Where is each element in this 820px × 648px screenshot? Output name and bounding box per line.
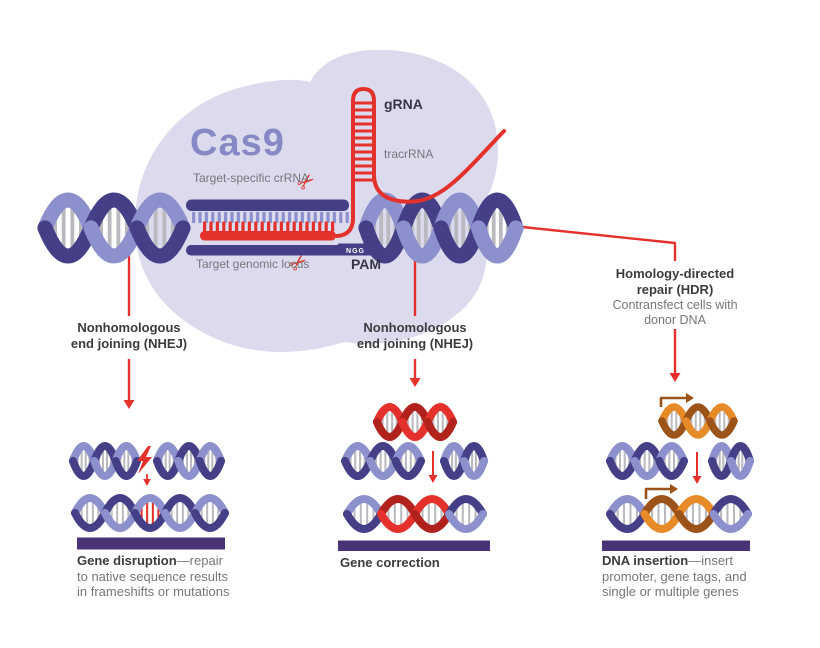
mutated-dna-helix xyxy=(70,494,230,532)
outcome-caption-right: DNA insertion—insert promoter, gene tags… xyxy=(602,553,772,600)
cut-dna-right-piece xyxy=(707,441,755,481)
lightning-bolt-icon xyxy=(137,446,152,474)
pathway-title-line: Homology-directed xyxy=(615,266,735,281)
pathway-title-line: end joining (NHEJ) xyxy=(356,336,474,351)
outcome-text-line: promoter, gene tags, and xyxy=(602,568,747,584)
pathway-subtitle-line: donor DNA xyxy=(644,313,706,327)
crrna-strand xyxy=(200,231,336,241)
hdr-arrow xyxy=(669,329,681,382)
crrna-bases-teeth xyxy=(203,221,335,232)
donor-dna-orange xyxy=(658,403,738,439)
pam-label: PAM xyxy=(351,256,382,272)
outcome-name: Gene disruption xyxy=(77,553,177,568)
ngg-label: NGG xyxy=(346,248,365,255)
locus-label: Target genomic locus xyxy=(196,257,310,271)
mid-repair-arrow xyxy=(428,451,438,483)
cut-dna-left-piece xyxy=(605,442,689,480)
grna-hairpin xyxy=(335,87,506,238)
pathway-title-line: Nonhomologous xyxy=(363,320,467,335)
outcome-name: DNA insertion xyxy=(602,553,689,568)
nhej-left-arrow xyxy=(123,359,135,409)
target-dna-helix: NGG xyxy=(37,192,524,264)
grna-hairpin-rungs xyxy=(353,101,374,182)
pathway-title-nhej-mid: Nonhomologous end joining (NHEJ) xyxy=(335,320,495,352)
broken-dna-right-piece xyxy=(152,441,226,481)
corrected-dna-helix xyxy=(342,495,488,533)
promoter-arrow-icon xyxy=(659,393,694,407)
pathway-title-line: Nonhomologous xyxy=(77,320,181,335)
crrna-label: Target-specific crRNA xyxy=(193,171,310,185)
nhej-mid-arrow xyxy=(409,359,421,387)
outcome-caption-mid: Gene correction xyxy=(340,555,510,571)
donor-dna-red xyxy=(372,403,458,441)
pathway-subtitle-line: Contransfect cells with xyxy=(612,298,738,312)
outcome-bar-right xyxy=(602,540,750,551)
left-break-arrow xyxy=(143,474,151,486)
outcome-text-line: single or multiple genes xyxy=(602,584,739,599)
outcome-text: —insert xyxy=(688,553,733,568)
outcome-name: Gene correction xyxy=(340,555,440,570)
pathway-title-line: repair (HDR) xyxy=(636,282,714,297)
pathway-title-nhej-left: Nonhomologous end joining (NHEJ) xyxy=(49,320,209,352)
dna-helix-segment xyxy=(37,192,191,264)
outcome-bar-mid xyxy=(338,540,490,551)
pathway-title-hdr: Homology-directed repair (HDR) Contransf… xyxy=(595,266,755,328)
unwound-target-region: NGG xyxy=(186,199,378,256)
outcome-text-line: to native sequence results xyxy=(77,568,229,584)
inserted-dna-helix xyxy=(605,495,753,533)
tracrrna-label: tracrRNA xyxy=(384,147,434,161)
pathway-title-line: end joining (NHEJ) xyxy=(70,336,188,351)
broken-dna-left-piece xyxy=(68,441,142,481)
right-repair-arrow xyxy=(692,452,702,484)
promoter-arrow-icon xyxy=(644,484,678,499)
hdr-connector-line xyxy=(512,224,677,261)
dna-bases-teeth xyxy=(192,212,349,223)
grna-label: gRNA xyxy=(384,96,423,112)
ngg-box xyxy=(337,243,374,256)
outcome-text-line: in frameshifts or mutations xyxy=(77,584,230,599)
outcome-caption-left: Gene disruption—repair to native sequenc… xyxy=(77,553,247,600)
cut-dna-left-piece xyxy=(340,442,426,480)
cut-dna-right-piece xyxy=(439,441,489,481)
outcome-bar-left xyxy=(77,537,225,550)
cas9-label: Cas9 xyxy=(190,122,285,164)
outcome-text: —repair xyxy=(176,553,223,568)
dna-helix-segment xyxy=(358,192,524,264)
